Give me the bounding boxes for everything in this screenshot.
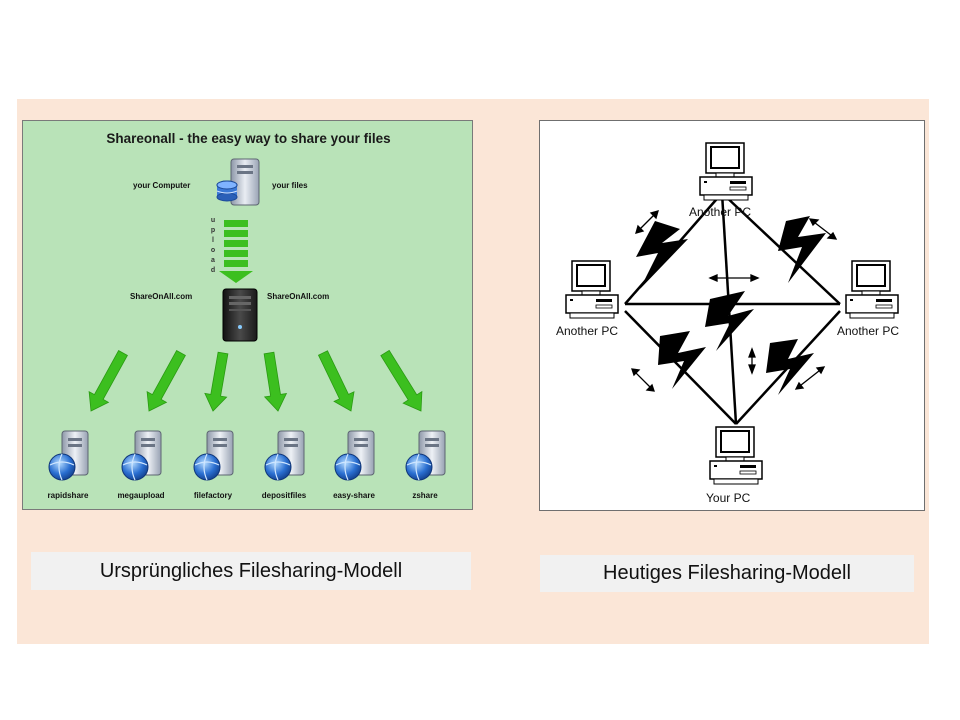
diagram-title: Shareonall - the easy way to share your … — [106, 131, 391, 146]
green-arrow — [263, 351, 288, 412]
upload-letter: l — [212, 237, 214, 244]
centralized-diagram-graphics — [216, 158, 260, 342]
site-label-zshare: zshare — [412, 491, 438, 500]
site-label-rapidshare: rapidshare — [47, 491, 89, 500]
green-arrow — [146, 350, 186, 412]
upload-arrow-icon — [219, 220, 253, 283]
your-computer-label: your Computer — [133, 181, 191, 190]
pc-top-icon — [699, 142, 753, 201]
site-label-megaupload: megaupload — [117, 491, 165, 500]
pc-top-label: Another PC — [689, 205, 752, 219]
pc-bottom-icon — [709, 426, 763, 485]
your-files-label: your files — [272, 181, 308, 190]
globe-icon — [405, 453, 433, 481]
site-label-depositfiles: depositfiles — [261, 491, 307, 500]
lightning-bolts — [636, 216, 826, 395]
pc-left-icon — [565, 260, 619, 319]
right-caption: Heutiges Filesharing-Modell — [540, 555, 914, 592]
upload-letter: p — [210, 227, 216, 234]
data-transfer-arrows — [631, 210, 838, 392]
server-label-left: ShareOnAll.com — [130, 292, 193, 301]
hosting-sites-graphics — [48, 349, 446, 481]
pc-bottom-label: Your PC — [706, 491, 751, 505]
centralized-model-diagram: Shareonall - the easy way to share your … — [22, 120, 473, 510]
pc-right-label: Another PC — [837, 324, 900, 338]
globe-icon — [121, 453, 149, 481]
green-arrow — [380, 349, 423, 412]
upload-letter: a — [211, 257, 215, 264]
globe-icon — [193, 453, 221, 481]
lightning-bolt-icon — [705, 291, 754, 351]
upload-letter: u — [210, 217, 216, 224]
site-label-filefactory: filefactory — [193, 491, 233, 500]
upload-letter: d — [210, 267, 216, 274]
green-arrow — [88, 350, 128, 412]
your-computer-icon — [216, 158, 260, 206]
globe-icon — [334, 453, 362, 481]
server-label-right: ShareOnAll.com — [267, 292, 330, 301]
left-caption: Ursprüngliches Filesharing-Modell — [31, 552, 471, 590]
green-arrow — [204, 351, 229, 412]
pc-right-icon — [845, 260, 899, 319]
lightning-bolt-icon — [766, 339, 814, 395]
globe-icon — [48, 453, 76, 481]
lightning-bolt-icon — [778, 216, 826, 283]
shareonall-server-icon — [222, 288, 258, 342]
green-arrow — [317, 350, 355, 412]
lightning-bolt-icon — [636, 221, 688, 289]
upload-letter: o — [210, 247, 216, 254]
lightning-bolt-icon — [658, 331, 706, 389]
p2p-model-diagram: Another PC Another PC Another PC Your PC — [539, 120, 925, 511]
pc-left-label: Another PC — [556, 324, 619, 338]
globe-icon — [264, 453, 292, 481]
p2p-diagram-graphics — [565, 142, 899, 485]
site-label-easy-share: easy-share — [333, 491, 375, 500]
